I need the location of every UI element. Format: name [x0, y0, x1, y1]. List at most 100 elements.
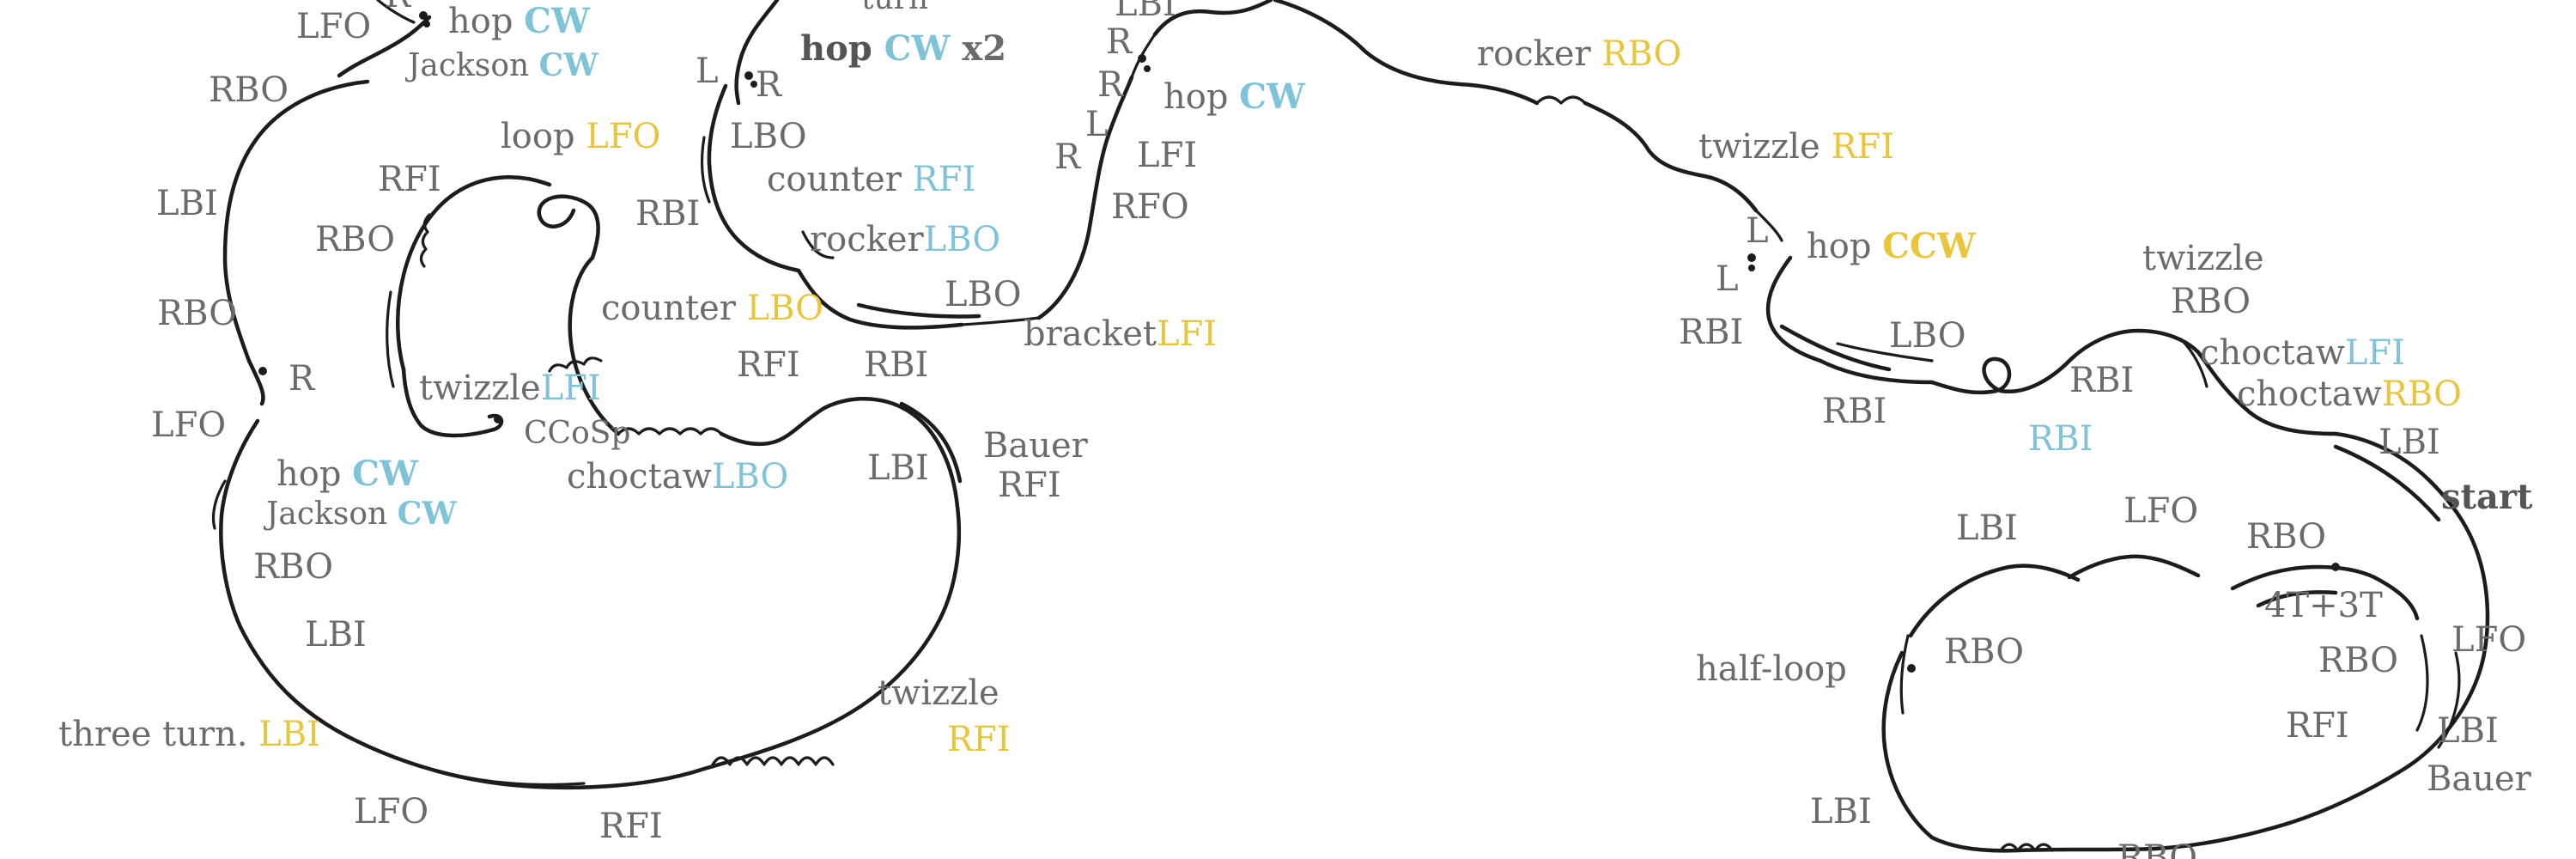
hop-dot [423, 21, 430, 27]
label-lbi: LBI [1956, 509, 2018, 548]
trace-segment [376, 0, 416, 24]
label-jackson: Jackson CW [404, 47, 598, 83]
label-counter: counter LBO [601, 289, 823, 328]
label-lfo: LFO [151, 405, 226, 445]
trace-segment [1908, 564, 2081, 638]
label-lbo: LBO [730, 117, 807, 156]
trace-segment [337, 15, 432, 78]
trace-segment [736, 238, 801, 273]
trace-segment [537, 194, 600, 260]
trace-segment [1899, 634, 1910, 715]
label-lbo: LBO [1889, 316, 1966, 356]
trace-segment [1881, 650, 1935, 840]
trace-segment [2153, 766, 2407, 851]
label-rfo: RFO [1111, 187, 1189, 227]
label-rbo: RBO [2318, 641, 2398, 680]
trace-segment [2415, 634, 2429, 732]
hop-dot [1138, 54, 1146, 63]
trace-segment [1999, 843, 2054, 852]
label-rbo: RBO [157, 294, 237, 333]
pattern-lines [211, 0, 2490, 853]
trace-segment [899, 401, 963, 484]
trace-segment [1583, 101, 1759, 213]
label-twizzle: twizzleLFI [419, 369, 601, 408]
label-rocker: rocker RBO [1477, 34, 1681, 74]
trace-segment [1754, 209, 1783, 242]
trace-segment [1929, 356, 2012, 395]
trace-segment [2196, 350, 2338, 436]
trace-segment [1105, 75, 1134, 140]
label-hop-cw-x2: hop CW x2 [800, 28, 1006, 69]
label-lbi: LBI [1810, 792, 1872, 832]
label-rbi: RBI [1679, 313, 1743, 352]
trace-segment [1998, 328, 2201, 394]
trace-segment [856, 302, 981, 319]
trace-segment [568, 255, 621, 436]
label-lfo-top: LFO [296, 7, 371, 46]
label-r: R [1106, 22, 1133, 62]
label-rbo: RBO [315, 220, 395, 259]
trace-segment [419, 213, 431, 268]
trace-segment [219, 418, 260, 630]
trace-segment [211, 479, 227, 530]
label-counter: counter RFI [767, 160, 975, 199]
trace-segment [1152, 0, 1273, 37]
label-choctaw: choctawRBO [2237, 375, 2462, 414]
label-r: R [1054, 137, 1082, 177]
label-l: L [1746, 211, 1769, 251]
label-lfo: LFO [354, 792, 428, 832]
trace-segment [1765, 255, 1823, 363]
trace-segment [238, 616, 943, 790]
trace-segment [711, 756, 835, 766]
label-rfi: RFI [378, 160, 441, 199]
label-ccosp: CCoSp [524, 416, 630, 451]
hop-dot [2331, 563, 2340, 571]
label-r: R [756, 65, 783, 105]
label-jumps: 4T+3T [2264, 586, 2383, 625]
trace-segment [2067, 554, 2201, 580]
trace-segment [796, 268, 964, 330]
hop-dots [258, 11, 2340, 673]
trace-segment [1818, 358, 1935, 385]
trace-segment [395, 175, 552, 372]
label-lbi: LBI [2437, 711, 2499, 751]
hop-dot [1144, 65, 1151, 72]
label-rbo: RBO [209, 70, 289, 110]
trace-segment [2372, 575, 2420, 621]
label-rbi-blue: RBI [2028, 419, 2093, 459]
label-twizzle: twizzle [2142, 239, 2264, 278]
trace-segment [2179, 338, 2208, 388]
label-choctaw: choctawLBO [567, 457, 788, 497]
label-three-turn: three turn. LBI [58, 715, 320, 754]
label-rfi: RFI [737, 345, 800, 385]
label-rfi: RFI [2286, 706, 2349, 746]
hop-dot [258, 367, 267, 375]
label-twizzle: twizzle RFI [1698, 127, 1894, 167]
label-bauer: Bauer [2427, 759, 2532, 799]
label-rbo: RBO [253, 547, 333, 587]
label-bauer: Bauer [983, 426, 1089, 466]
trace-segment [734, 0, 780, 106]
label-lbi: LBI [156, 184, 218, 223]
label-hop-ccw: hop CCW [1807, 226, 1977, 266]
hop-dot [1748, 265, 1755, 271]
label-jackson: Jackson CW [263, 496, 457, 532]
label-r-top: R [385, 0, 412, 15]
label-rbi: RBI [635, 194, 700, 234]
trace-segment [2230, 564, 2377, 591]
trace-segment [707, 83, 741, 243]
trace-segment [700, 136, 711, 204]
label-rbo: RBO [2246, 517, 2326, 557]
trace-segment [617, 427, 723, 436]
trace-segment [2402, 564, 2490, 771]
label-half-loop: half-loop [1696, 649, 1847, 689]
label-choctaw: choctawLFI [2200, 333, 2405, 373]
trace-segment [386, 290, 395, 388]
label-lbi: LBI [2379, 423, 2440, 462]
label-lfo: LFO [2123, 491, 2198, 531]
trace-segment [2256, 590, 2338, 608]
trace-segment [822, 397, 962, 621]
label-bauer-edge: RFI [998, 466, 1061, 505]
label-r: R [1097, 65, 1125, 105]
